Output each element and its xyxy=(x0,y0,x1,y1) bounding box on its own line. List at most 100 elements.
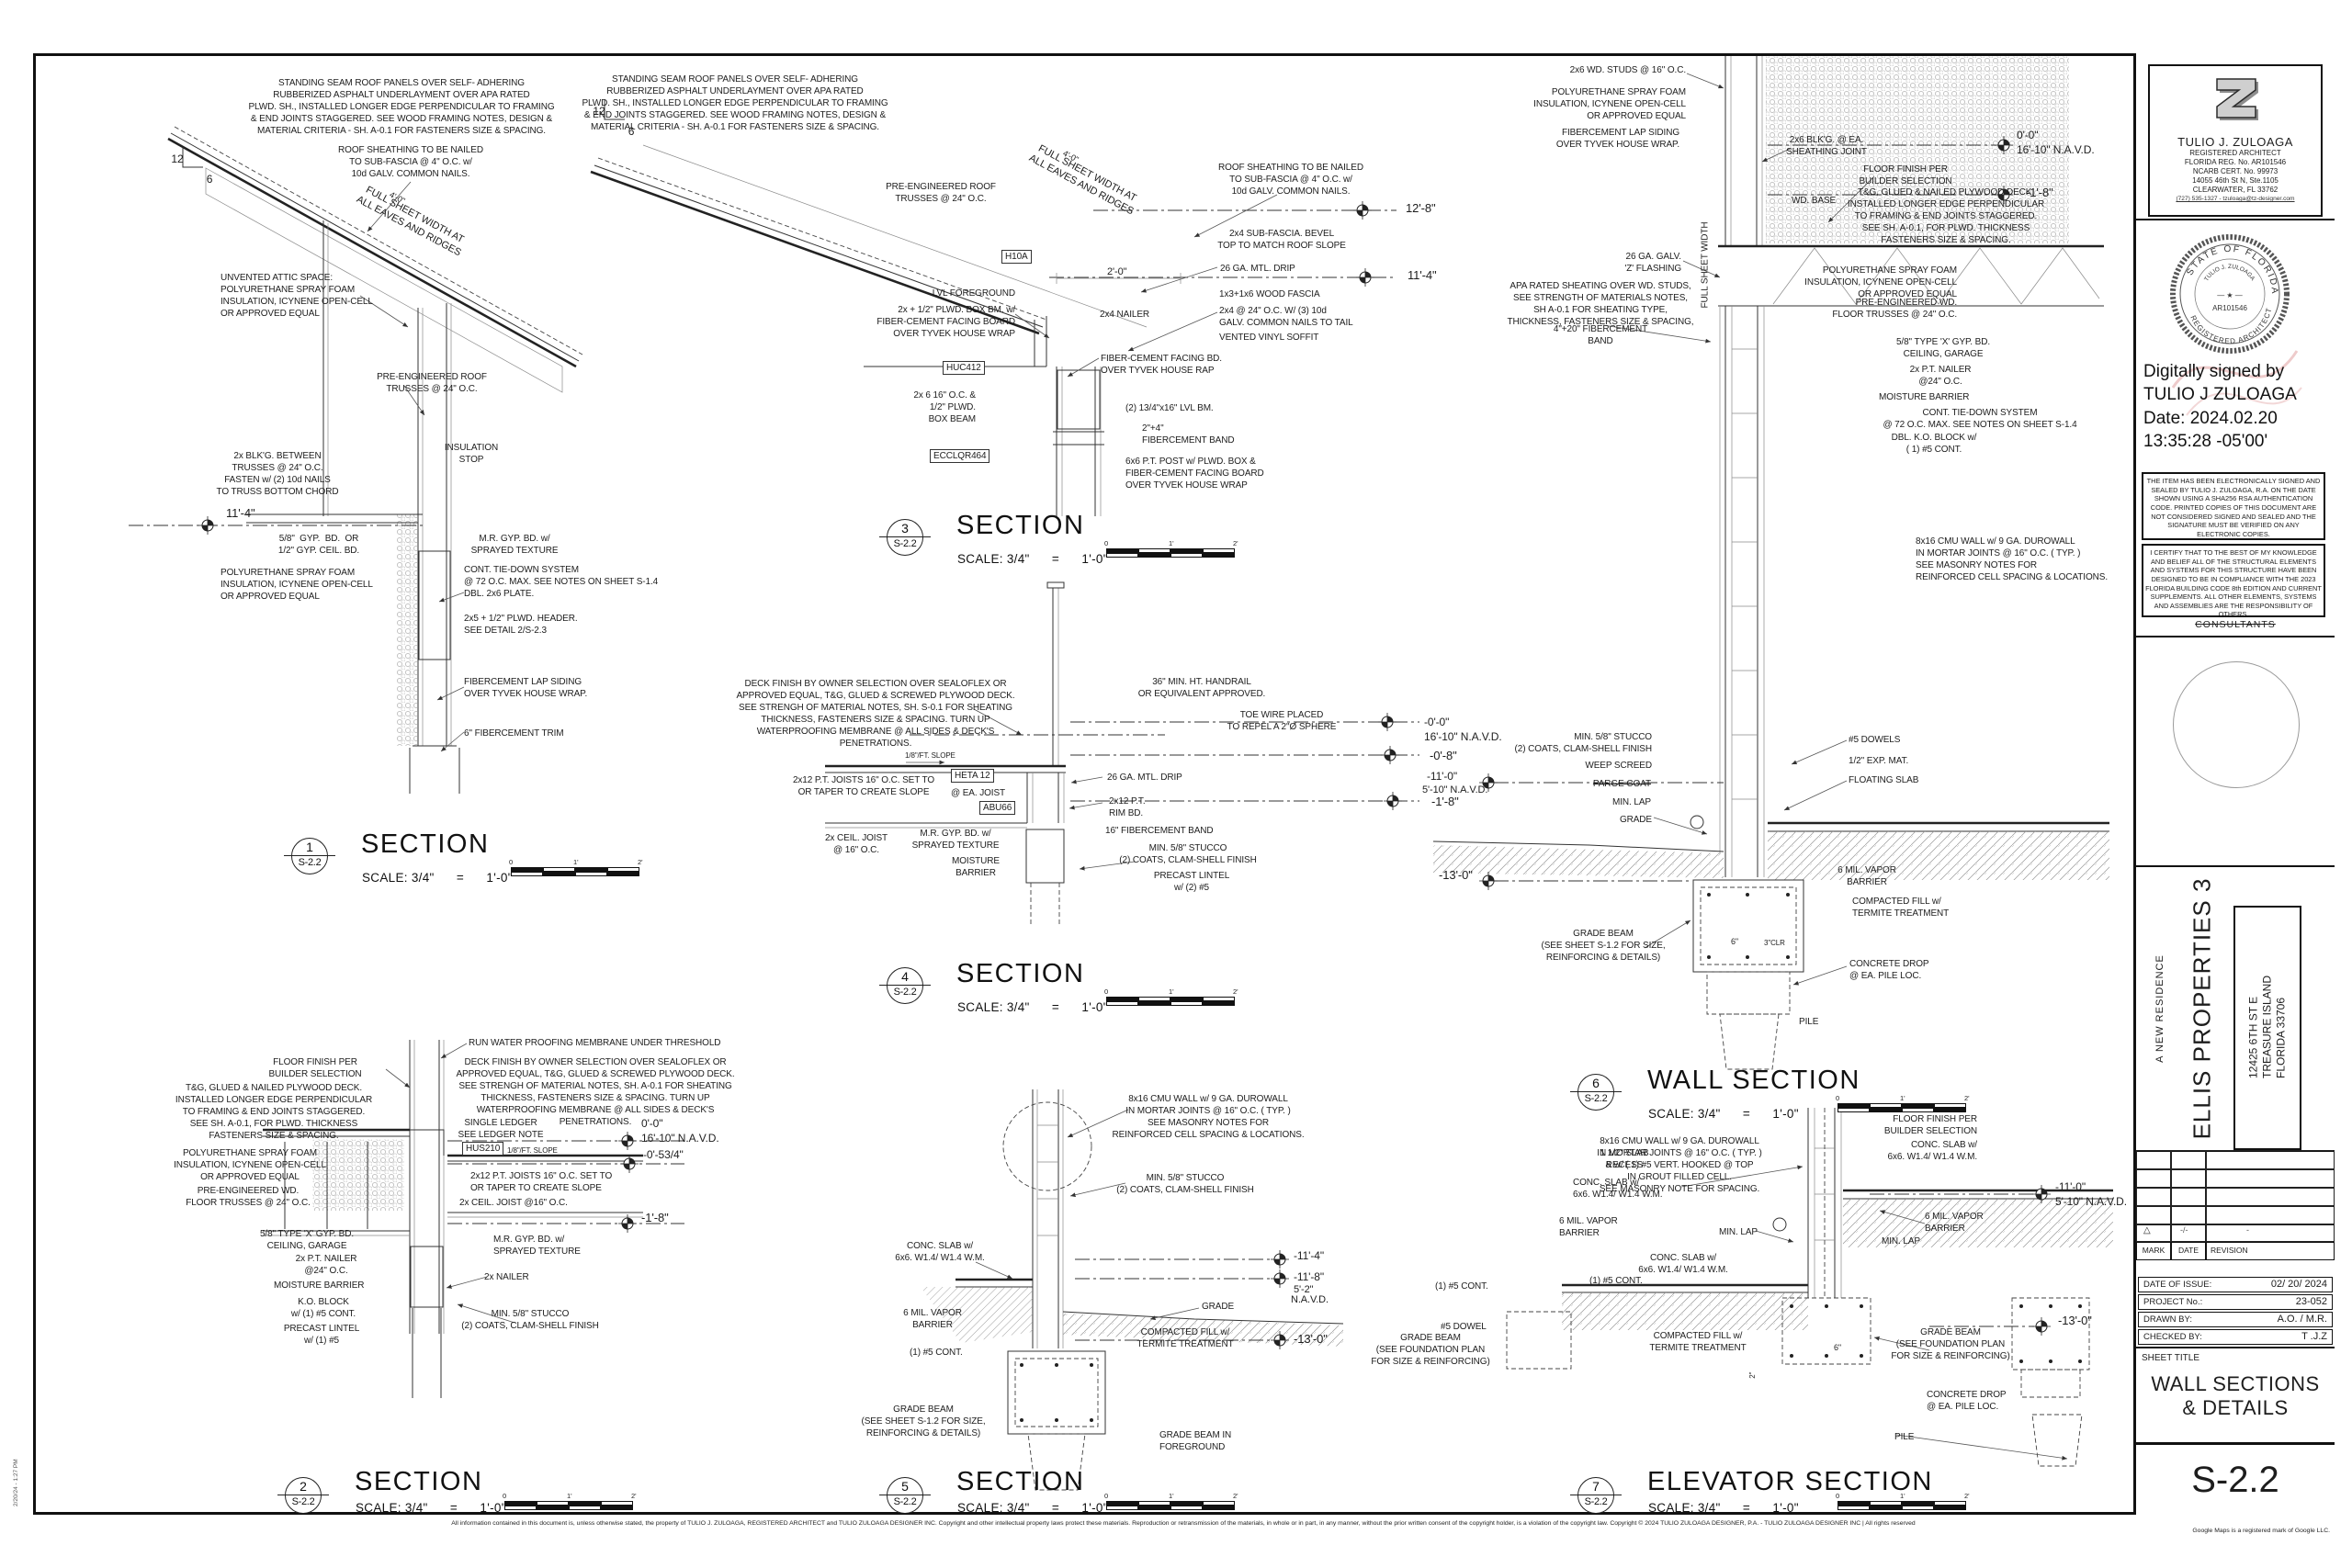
copyright-text: All information contained in this docume… xyxy=(451,1520,1916,1527)
revision-triangle-mark: △ xyxy=(2143,1225,2151,1235)
annotation: 6 xyxy=(628,125,635,138)
architect-name: TULIO J. ZULOAGA xyxy=(2177,135,2293,149)
annotation: MIN. LAP xyxy=(1882,1236,1920,1247)
annotation: 1/8"/FT. SLOPE xyxy=(507,1146,558,1155)
section-number: 2 xyxy=(300,1479,307,1494)
architect-ncarb: NCARB CERT. No. 99973 xyxy=(2192,167,2278,175)
annotation: 0'-0" 16'-10" N.A.V.D. xyxy=(2017,129,2095,156)
annotation: 6 MIL. VAPOR BARRIER xyxy=(1925,1212,1984,1234)
annotation: MIN. 5/8" STUCCO (2) COATS, CLAM-SHELL F… xyxy=(461,1309,599,1331)
annotation: CONC. SLAB w/ 6x6. W1.4/ W1.4 W.M. xyxy=(1573,1178,1663,1200)
annotation: CONCRETE DROP @ EA. PILE LOC. xyxy=(1849,959,1929,981)
annotation: 26 GA. GALV. 'Z' FLASHING xyxy=(1624,252,1681,274)
annotation: DECK FINISH BY OWNER SELECTION OVER SEAL… xyxy=(736,679,1015,749)
sheet-number: S-2.2 xyxy=(2136,1442,2335,1515)
annotation: GRADE BEAM (SEE SHEET S-1.2 FOR SIZE, RE… xyxy=(1541,929,1666,963)
architect-logo-box: TULIO J. ZULOAGA REGISTERED ARCHITECT FL… xyxy=(2148,64,2323,217)
annotation: 5/8" GYP. BD. OR 1/2" GYP. CEIL. BD. xyxy=(277,534,360,556)
annotation: 0'-0" 16'-10" N.A.V.D. xyxy=(641,1117,719,1145)
scale-segment xyxy=(607,867,639,872)
section-sheet-ref: S-2.2 xyxy=(893,538,917,549)
scale-segment xyxy=(1170,553,1203,558)
annotation: -0'-53/4" xyxy=(643,1148,684,1161)
section-number: 1 xyxy=(306,840,313,854)
title-block: TULIO J. ZULOAGA REGISTERED ARCHITECT FL… xyxy=(2133,53,2335,1515)
scale-tick: 1' xyxy=(1169,539,1174,547)
sheet-title-line1: WALL SECTIONS xyxy=(2151,1372,2320,1395)
annotation: MOISTURE BARRIER xyxy=(1879,392,1970,402)
section-scale-3: SCALE: 3/4" = 1'-0" xyxy=(957,552,1108,566)
annotation: 8x16 CMU WALL w/ 9 GA. DUROWALL IN MORTA… xyxy=(1916,536,2109,582)
annotation: MOISTURE BARRIER xyxy=(274,1280,365,1291)
annotation: ECCLQR464 xyxy=(930,449,990,463)
annotation: INSULATION STOP xyxy=(444,443,499,465)
annotation: FULL SHEET WIDTH xyxy=(1700,221,1711,309)
annotation: -0'-8" xyxy=(1430,749,1457,762)
annotation: DBL. K.O. BLOCK w/ ( 1) #5 CONT. xyxy=(1891,433,1977,455)
annotation: FLOOR FINISH PER BUILDER SELECTION xyxy=(1883,1114,1977,1136)
field-value: 23-052 xyxy=(2295,1296,2327,1307)
scale-segment xyxy=(575,872,607,876)
scale-segment xyxy=(1934,1103,1966,1108)
section-title-2: SECTION xyxy=(355,1467,483,1496)
annotation: 26 GA. MTL. DRIP xyxy=(1220,264,1295,274)
field-label: DRAWN BY: xyxy=(2143,1314,2192,1325)
annotation: STANDING SEAM ROOF PANELS OVER SELF- ADH… xyxy=(248,78,555,136)
scale-segment xyxy=(1170,1001,1203,1006)
annotation: @ EA. JOIST xyxy=(951,788,1006,798)
scale-segment xyxy=(1203,553,1235,558)
scale-tick: 0 xyxy=(1104,539,1109,547)
scale-segment xyxy=(1934,1108,1966,1112)
project-address-box xyxy=(2233,906,2301,1150)
annotation: M.R. GYP. BD. w/ SPRAYED TEXTURE xyxy=(493,1235,581,1257)
annotation: (2) 13/4"x16" LVL BM. xyxy=(1125,403,1214,413)
scale-tick: 2' xyxy=(1964,1094,1970,1102)
annotation: H10A xyxy=(1001,250,1032,264)
scale-segment xyxy=(1106,997,1138,1001)
scale-segment xyxy=(1170,997,1203,1001)
annotation: 6 MIL. VAPOR BARRIER xyxy=(903,1308,962,1330)
field-checked-by: CHECKED BY: T .J.Z xyxy=(2138,1329,2333,1345)
scale-segment xyxy=(543,867,575,872)
field-project-no: PROJECT No.: 23-052 xyxy=(2138,1294,2333,1310)
annotation: GRADE BEAM (SEE FOUNDATION PLAN FOR SIZE… xyxy=(1371,1333,1490,1367)
annotation: APA RATED SHEATING OVER WD. STUDS, SEE S… xyxy=(1507,281,1694,327)
annotation: (1) #5 CONT. xyxy=(910,1348,963,1358)
annotation: 2'-0" xyxy=(1107,266,1127,277)
sheet-title-line2: & DETAILS xyxy=(2182,1396,2289,1419)
annotation: 2x6 BLK'G. @ EA. SHEATHING JOINT xyxy=(1786,135,1867,157)
annotation: 1 1/2" SLAB RECESS xyxy=(1600,1148,1649,1170)
svg-text:TULIO J. ZULOAGA: TULIO J. ZULOAGA xyxy=(2203,264,2256,283)
annotation: #5 DOWELS xyxy=(1849,735,1901,745)
annotation: GRADE BEAM (SEE FOUNDATION PLAN FOR SIZE… xyxy=(1891,1327,2010,1361)
scale-segment xyxy=(1870,1103,1902,1108)
scale-segment xyxy=(1170,1506,1203,1510)
scale-tick: 1' xyxy=(1900,1492,1905,1500)
annotation: COMPACTED FILL w/ TERMITE TREATMENT xyxy=(1136,1327,1234,1349)
annotation: LVL FOREGROUND xyxy=(932,288,1015,299)
marker-divider xyxy=(879,536,931,537)
scale-segment xyxy=(1203,1001,1235,1006)
annotation: HETA 12 xyxy=(951,769,994,783)
annotation: HUC412 xyxy=(943,361,985,375)
scale-segment xyxy=(1106,1501,1138,1506)
annotation: 2x4 @ 24" O.C. W/ (3) 10d GALV. COMMON N… xyxy=(1219,306,1353,328)
scale-segment xyxy=(601,1506,633,1510)
scale-segment xyxy=(1170,548,1203,553)
disclaimer-signed: THE ITEM HAS BEEN ELECTRONICALLY SIGNED … xyxy=(2142,472,2325,540)
annotation: POLYURETHANE SPRAY FOAM INSULATION, ICYN… xyxy=(220,568,373,602)
annotation: (1) #5 CONT. xyxy=(1435,1281,1488,1292)
annotation: T&G, GLUED & NAILED PLYWOOD DECK. INSTAL… xyxy=(1847,187,2045,245)
annotation: 2x12 P.T. JOISTS 16" O.C. SET TO OR TAPE… xyxy=(470,1171,613,1193)
scale-segment xyxy=(1838,1103,1870,1108)
annotation: T&G, GLUED & NAILED PLYWOOD DECK. INSTAL… xyxy=(175,1083,373,1141)
scale-segment xyxy=(575,867,607,872)
annotation: UNVENTED ATTIC SPACE: POLYURETHANE SPRAY… xyxy=(220,273,373,319)
scale-segment xyxy=(1902,1506,1934,1510)
scale-tick: 0 xyxy=(503,1492,507,1500)
scale-segment xyxy=(543,872,575,876)
revision-dash: -/- xyxy=(2180,1225,2188,1235)
annotation: 5'-2" xyxy=(1294,1284,1314,1295)
scale-segment xyxy=(1902,1103,1934,1108)
